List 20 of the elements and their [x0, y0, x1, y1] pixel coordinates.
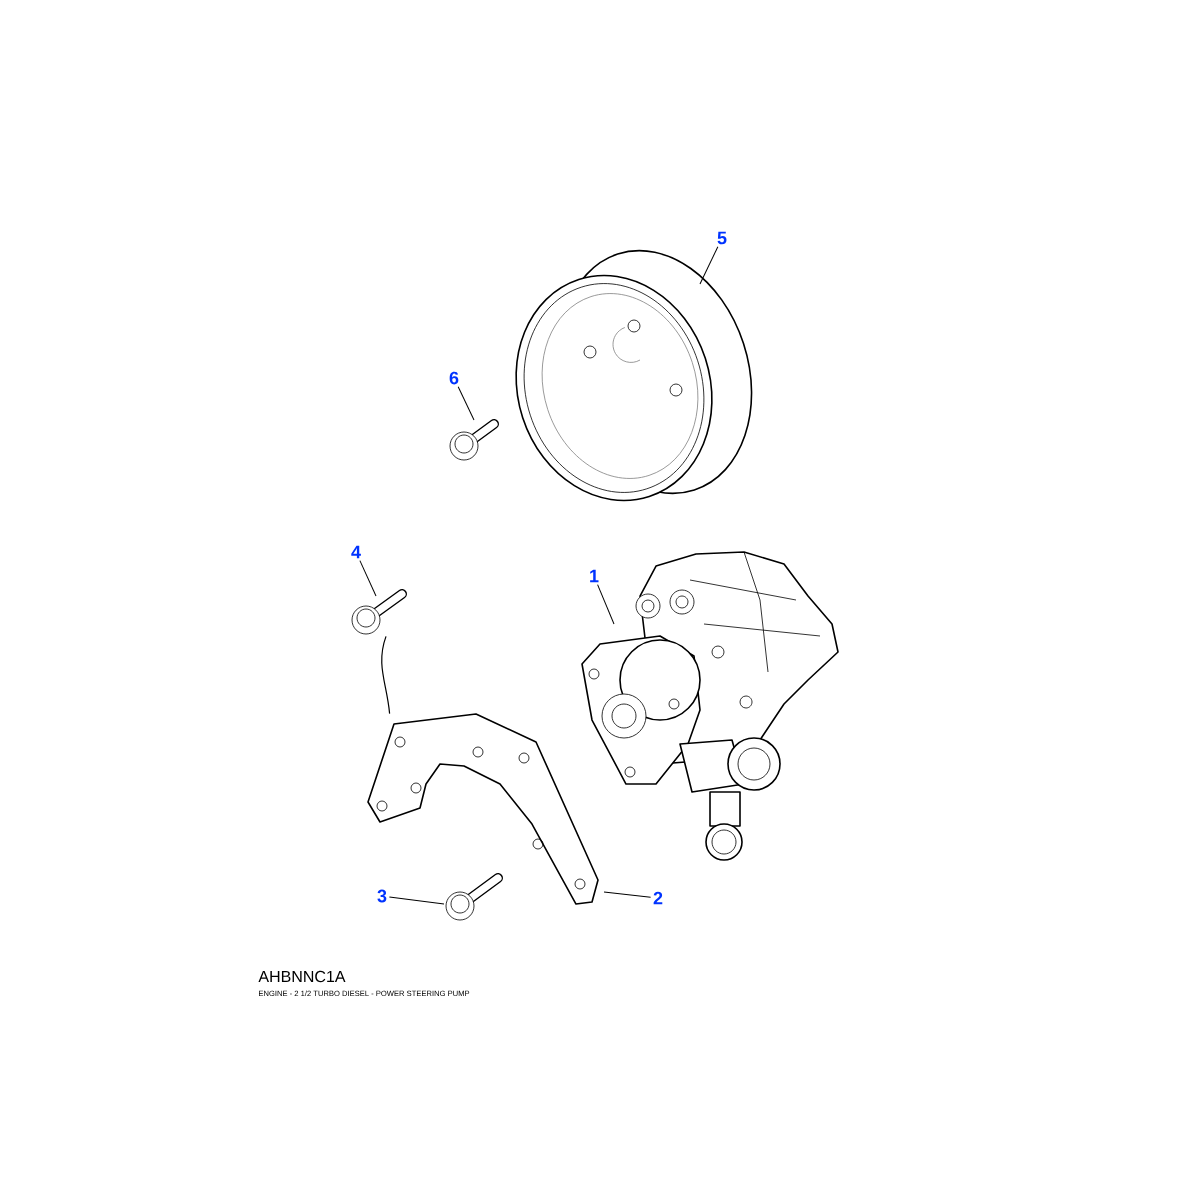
callout-number: 6 [449, 371, 459, 385]
leader-line [699, 246, 719, 285]
callout-number: 1 [590, 569, 599, 583]
bolt-drawing [351, 589, 407, 635]
pump-drawing [581, 551, 839, 861]
bracket-drawing [367, 713, 599, 905]
callout-number: 4 [351, 545, 361, 559]
leader-line [359, 560, 377, 597]
callout-number: 3 [377, 889, 387, 903]
leader-line [457, 386, 475, 421]
callout-number: 5 [717, 231, 727, 245]
bolt-drawing [445, 873, 503, 921]
leader-line [388, 896, 445, 905]
assembly-line [381, 635, 391, 715]
callout-number: 2 [653, 891, 663, 905]
part-code: AHBNNC1A [258, 970, 346, 983]
bolt-drawing [449, 419, 499, 461]
leader-line [597, 584, 615, 625]
pulley-drawing [515, 249, 753, 502]
leader-line [603, 891, 652, 898]
